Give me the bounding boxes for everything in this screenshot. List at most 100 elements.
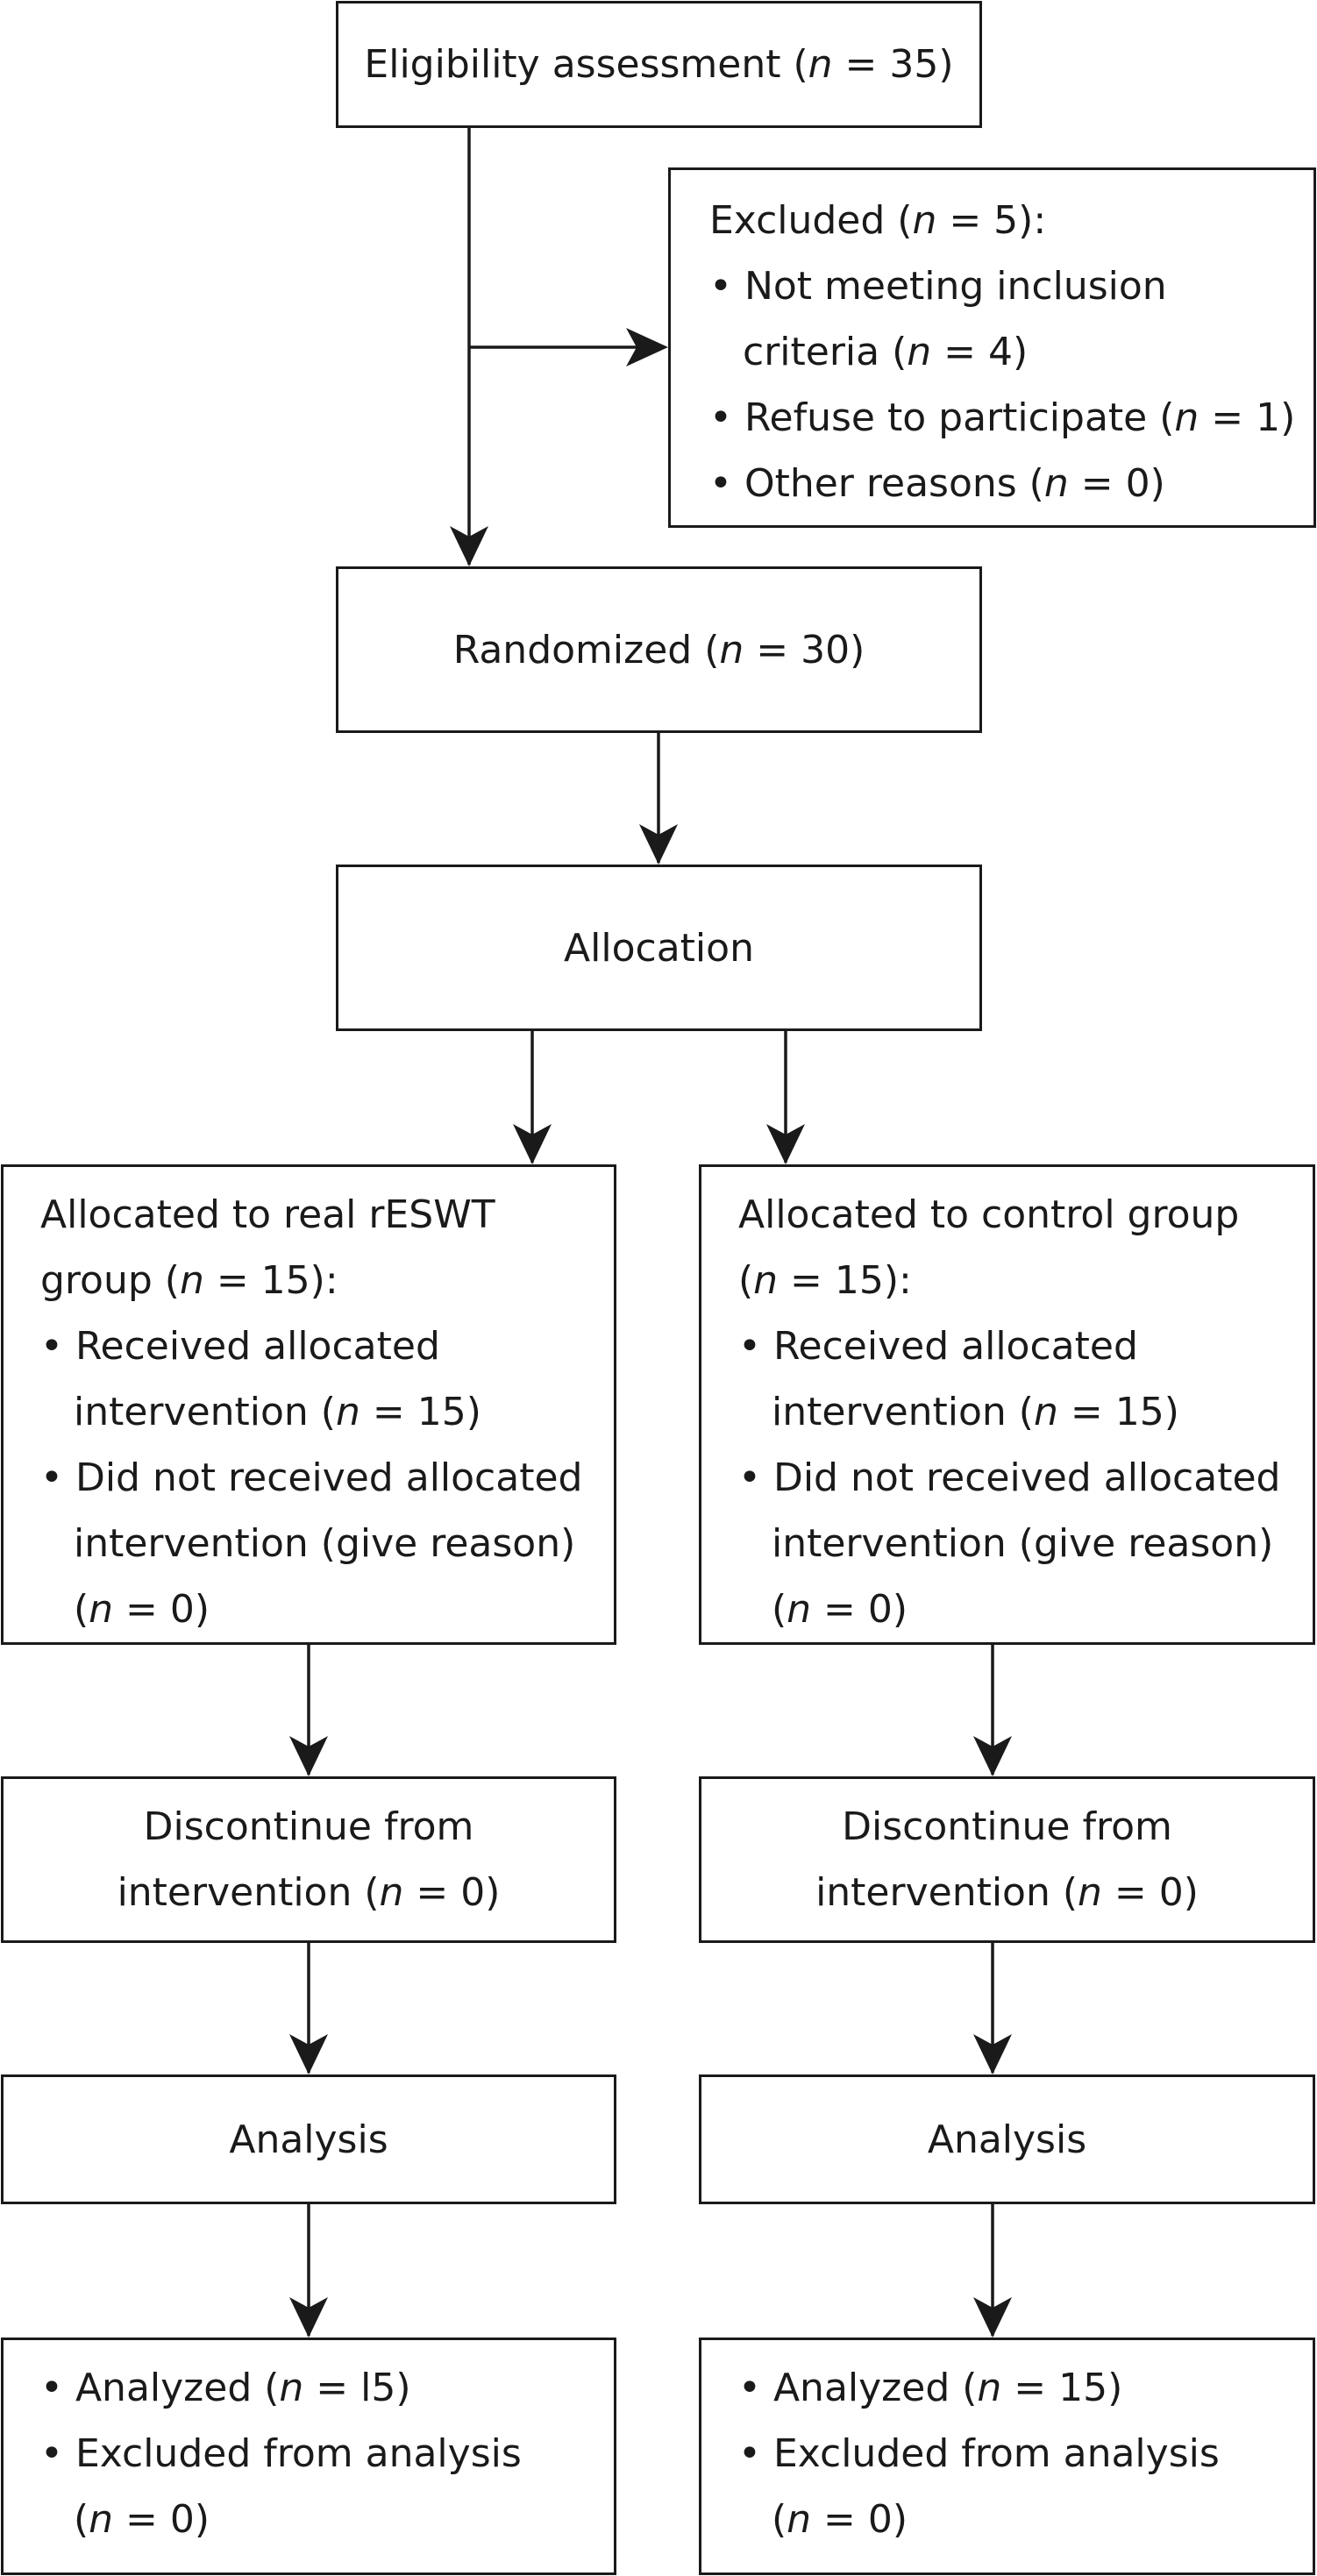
n-variable: n <box>179 1258 204 1303</box>
excluded-item-refuse: • Refuse to participate (n = 1) <box>709 385 1313 451</box>
arrowhead-real-analyzed <box>289 2297 328 2338</box>
allocated-real-received-cont: intervention (n = 15) <box>40 1379 614 1445</box>
n-variable: n <box>89 1587 114 1632</box>
excluded-item-count: = 1) <box>1199 395 1296 440</box>
n-variable: n <box>719 627 744 672</box>
allocated-real-not-received: • Did not received allocated <box>40 1445 614 1511</box>
received-count: = 15) <box>1057 1390 1179 1434</box>
allocated-real-not-received-count: (n = 0) <box>40 1576 614 1642</box>
randomized-label: Randomized ( <box>452 627 720 672</box>
not-received-text: Did not received allocated <box>75 1455 583 1500</box>
allocation-box: Allocation <box>336 865 982 1031</box>
analyzed-count: = 15) <box>1001 2366 1123 2410</box>
received-count: = 15) <box>360 1390 481 1434</box>
analyzed-count: = l5) <box>303 2366 411 2410</box>
n-variable: n <box>89 2497 114 2542</box>
discontinue-control-box: Discontinue from intervention (n = 0) <box>699 1776 1315 1943</box>
arrowhead-real <box>513 1124 552 1164</box>
analyzed-control-item: • Analyzed (n = 15) <box>738 2355 1313 2421</box>
allocated-real-count: = 15): <box>203 1258 338 1303</box>
received-text: intervention ( <box>74 1390 336 1434</box>
discontinue-real-title: Discontinue from <box>143 1804 474 1849</box>
discontinue-real-box: Discontinue from intervention (n = 0) <box>1 1776 616 1943</box>
excluded-header: Excluded (n = 5): <box>709 188 1313 253</box>
allocated-control-not-received-cont: intervention (give reason) <box>772 1521 1274 1566</box>
n-variable: n <box>912 198 937 243</box>
analyzed-real-excluded-count: (n = 0) <box>40 2487 614 2552</box>
n-variable: n <box>1043 461 1069 506</box>
excluded-analysis-count: = 0) <box>811 2497 908 2542</box>
received-text: intervention ( <box>772 1390 1034 1434</box>
excluded-label: Excluded ( <box>709 198 913 243</box>
allocation-label: Allocation <box>564 925 754 971</box>
excluded-item-text: Not meeting inclusion <box>744 264 1167 309</box>
paren: ( <box>74 1587 89 1632</box>
bullet: • <box>738 2431 761 2476</box>
eligibility-box: Eligibility assessment (n = 35) <box>336 1 982 128</box>
allocated-real-received: • Received allocated <box>40 1313 614 1379</box>
n-variable: n <box>279 2366 304 2410</box>
allocated-control-count: = 15): <box>778 1258 912 1303</box>
arrowhead-control-discontinue <box>973 1736 1012 1776</box>
paren: ( <box>772 1587 787 1632</box>
allocated-real-title: Allocated to real rESWT <box>40 1192 495 1237</box>
arrowhead-randomized <box>450 526 488 566</box>
bullet: • <box>738 1324 761 1369</box>
randomized-box: Randomized (n = 30) <box>336 566 982 733</box>
eligibility-label: Eligibility assessment ( <box>364 42 808 87</box>
n-variable: n <box>753 1258 779 1303</box>
excluded-analysis-text: Excluded from analysis <box>75 2431 522 2476</box>
excluded-item-not-meeting-cont: criteria (n = 4) <box>709 319 1313 385</box>
excluded-item-text: Refuse to participate ( <box>744 395 1175 440</box>
arrowhead-allocation <box>639 824 678 865</box>
allocated-real-title-cont: group ( <box>40 1258 180 1303</box>
bullet: • <box>40 1324 63 1369</box>
discontinue-real-count-line: intervention (n = 0) <box>117 1860 501 1925</box>
analysis-real-label: Analysis <box>229 2117 388 2162</box>
excluded-item-other: • Other reasons (n = 0) <box>709 451 1313 516</box>
discontinue-text: intervention ( <box>117 1870 380 1915</box>
discontinue-text: intervention ( <box>815 1870 1079 1915</box>
allocated-control-group-count: (n = 15): <box>738 1248 1313 1313</box>
excluded-item-not-meeting: • Not meeting inclusion <box>709 253 1313 319</box>
allocated-control-box: Allocated to control group (n = 15): • R… <box>699 1164 1315 1645</box>
n-variable: n <box>1078 1870 1102 1915</box>
arrowhead-excluded <box>626 328 668 366</box>
analysis-real-box: Analysis <box>1 2074 616 2204</box>
n-variable: n <box>1033 1390 1058 1434</box>
not-received-count: = 0) <box>811 1587 908 1632</box>
bullet: • <box>738 1455 761 1500</box>
analysis-control-box: Analysis <box>699 2074 1315 2204</box>
bullet: • <box>709 461 732 506</box>
bullet: • <box>40 2366 63 2410</box>
excluded-item-text: criteria ( <box>743 330 908 374</box>
analyzed-real-box: • Analyzed (n = l5) • Excluded from anal… <box>1 2338 616 2575</box>
randomized-text: Randomized (n = 30) <box>453 617 865 683</box>
allocated-control-not-received-count: (n = 0) <box>738 1576 1313 1642</box>
n-variable: n <box>977 2366 1002 2410</box>
n-variable: n <box>787 2497 812 2542</box>
excluded-box: Excluded (n = 5): • Not meeting inclusio… <box>668 167 1316 528</box>
n-variable: n <box>1174 395 1200 440</box>
allocated-control-not-received: • Did not received allocated <box>738 1445 1313 1511</box>
n-variable: n <box>379 1870 404 1915</box>
eligibility-text: Eligibility assessment (n = 35) <box>364 32 953 97</box>
excluded-item-count: = 4) <box>931 330 1029 374</box>
analyzed-text: Analyzed ( <box>772 2366 978 2410</box>
arrowhead-control-analysis <box>973 2034 1012 2074</box>
allocated-real-group-count: group (n = 15): <box>40 1248 614 1313</box>
allocated-real-not-received-cont: intervention (give reason) <box>74 1521 576 1566</box>
bullet: • <box>40 2431 63 2476</box>
discontinue-control-count-line: intervention (n = 0) <box>815 1860 1199 1925</box>
paren: ( <box>738 1258 754 1303</box>
excluded-count: = 5): <box>936 198 1047 243</box>
received-text: Received allocated <box>75 1324 440 1369</box>
bullet: • <box>40 1455 63 1500</box>
bullet: • <box>709 264 732 309</box>
n-variable: n <box>808 42 833 87</box>
paren: ( <box>772 2497 787 2542</box>
discontinue-count: = 0) <box>1101 1870 1199 1915</box>
received-text: Received allocated <box>772 1324 1138 1369</box>
n-variable: n <box>907 330 932 374</box>
